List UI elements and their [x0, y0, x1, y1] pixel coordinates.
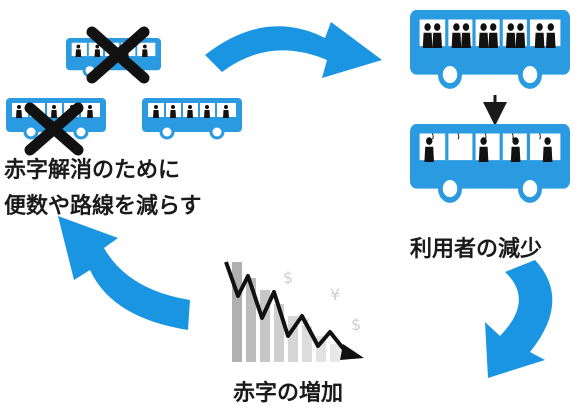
curved-arrow-icon — [58, 22, 553, 378]
svg-text:$: $ — [283, 268, 293, 287]
bus-icon — [410, 124, 570, 200]
bus-icon — [410, 10, 570, 86]
cross-mark-icon — [86, 26, 150, 84]
cut-caption-line1: 赤字解消のために — [4, 158, 181, 183]
cut-caption-line2: 便数や路線を減らす — [4, 194, 202, 219]
ridership-caption: 利用者の減少 — [410, 237, 543, 262]
bus-icon — [140, 96, 244, 140]
cross-mark-icon — [24, 102, 84, 156]
falling-chart-icon: $ ¥ ¥ $ — [224, 261, 364, 362]
svg-text:$: $ — [351, 315, 361, 334]
deficit-caption: 赤字の増加 — [233, 381, 344, 406]
svg-text:¥: ¥ — [330, 285, 340, 304]
